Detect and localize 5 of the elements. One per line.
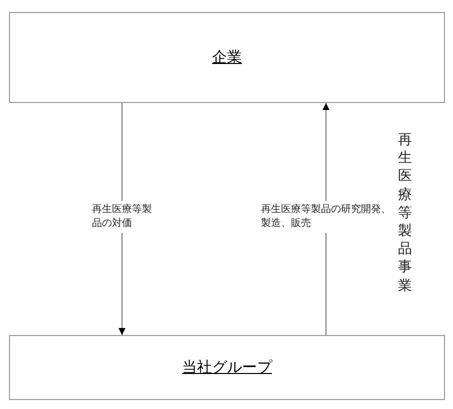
vertical-label: 再生医療等製品事業 (398, 132, 412, 296)
entity-box (9, 12, 445, 103)
entity-box (9, 335, 445, 400)
entity-name: 当社グループ (182, 358, 272, 377)
entity-name: 企業 (212, 48, 242, 67)
